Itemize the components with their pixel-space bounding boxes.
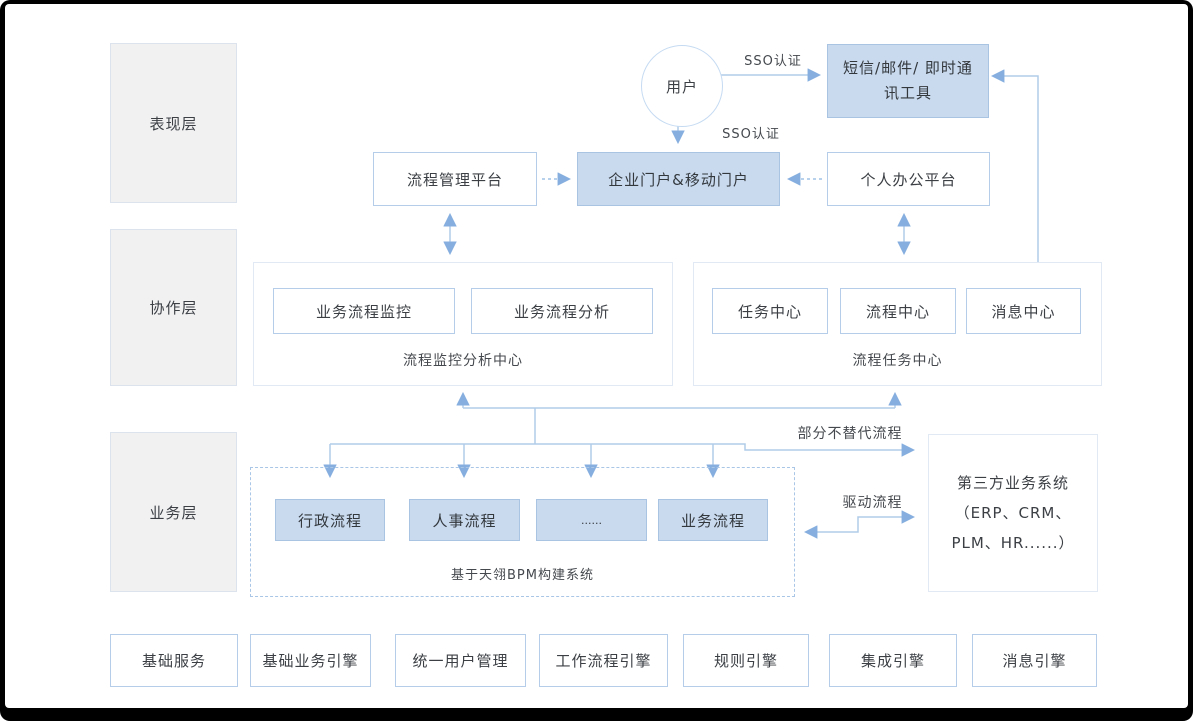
hr-process-node: 人事流程 (409, 499, 520, 541)
process-monitor-node: 业务流程监控 (273, 288, 455, 334)
diagram-canvas: 表现层 协作层 业务层 用户 SSO认证 SSO认证 短信/邮件/ 即时通讯工具… (5, 4, 1188, 708)
workflow-engine-node: 工作流程引擎 (539, 634, 668, 687)
foundation-services-box: 基础服务 (110, 634, 238, 687)
monitor-center-label: 流程监控分析中心 (403, 353, 523, 369)
user-node: 用户 (641, 45, 723, 127)
basic-business-engine-node: 基础业务引擎 (250, 634, 371, 687)
third-party-system-node: 第三方业务系统 （ERP、CRM、 PLM、HR......） (928, 434, 1098, 592)
rule-engine-node: 规则引擎 (683, 634, 809, 687)
enterprise-portal-node: 企业门户&移动门户 (577, 152, 780, 206)
bpm-system-label: 基于天翎BPM构建系统 (451, 568, 594, 583)
process-analysis-node: 业务流程分析 (471, 288, 653, 334)
task-center-label: 流程任务中心 (852, 353, 943, 369)
admin-process-node: 行政流程 (275, 499, 385, 541)
personal-office-platform-node: 个人办公平台 (827, 152, 990, 206)
process-mgmt-platform-node: 流程管理平台 (373, 152, 537, 206)
process-center-node: 流程中心 (840, 288, 956, 334)
business-process-node: 业务流程 (658, 499, 768, 541)
partial-not-replaced-label: 部分不替代流程 (797, 426, 903, 442)
unified-user-mgmt-node: 统一用户管理 (395, 634, 526, 687)
bpm-system-container (250, 467, 795, 597)
drive-process-label: 驱动流程 (842, 495, 903, 511)
integration-engine-node: 集成引擎 (829, 634, 957, 687)
layer-presentation: 表现层 (110, 43, 237, 203)
message-engine-node: 消息引擎 (972, 634, 1097, 687)
layer-business: 业务层 (110, 432, 237, 592)
sso-label-top: SSO认证 (744, 54, 802, 69)
message-center-node: 消息中心 (966, 288, 1081, 334)
messaging-tools-node: 短信/邮件/ 即时通讯工具 (827, 44, 989, 118)
layer-collaboration: 协作层 (110, 229, 237, 386)
more-process-node: ...... (536, 499, 647, 541)
sso-label-portal: SSO认证 (722, 127, 780, 142)
task-center-node: 任务中心 (712, 288, 828, 334)
